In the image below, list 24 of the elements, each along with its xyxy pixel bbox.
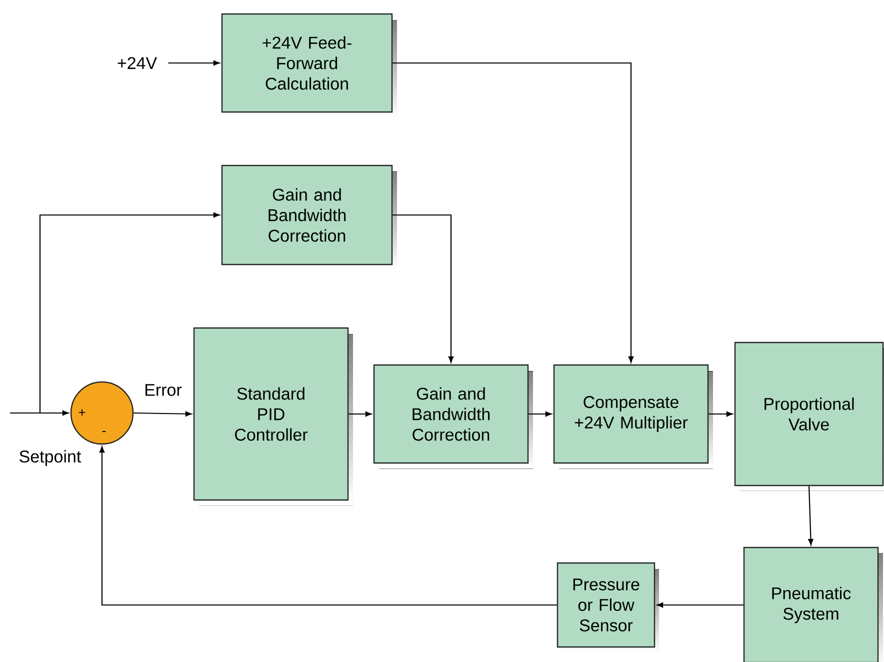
arrow	[168, 60, 220, 66]
process-box: Compensate +24V Multiplier	[553, 364, 713, 469]
summing-junction: + -	[70, 381, 134, 445]
process-box: Pneumatic System	[743, 546, 883, 662]
process-box: Proportional Valve	[734, 342, 884, 491]
process-box: +24V Feed-Forward Calculation	[221, 13, 397, 118]
arrow	[99, 446, 557, 606]
process-box: Pressure or Flow Sensor	[556, 562, 659, 653]
process-box: Gain and Bandwidth Correction	[221, 164, 397, 270]
arrow	[392, 214, 454, 363]
input-label: +24V	[118, 57, 157, 69]
edge-label: Error	[143, 383, 183, 397]
arrow	[134, 411, 192, 416]
arrow	[656, 602, 744, 608]
process-box: Gain and Bandwidth Correction	[373, 364, 533, 469]
arrow	[392, 62, 634, 363]
arrow	[10, 410, 69, 416]
arrow	[348, 411, 372, 417]
edge-label: Setpoint	[18, 449, 82, 467]
arrow	[528, 411, 552, 417]
arrow	[39, 212, 220, 413]
arrow	[808, 486, 814, 546]
process-box: Standard PID Controller	[193, 327, 353, 506]
arrow	[708, 411, 733, 417]
